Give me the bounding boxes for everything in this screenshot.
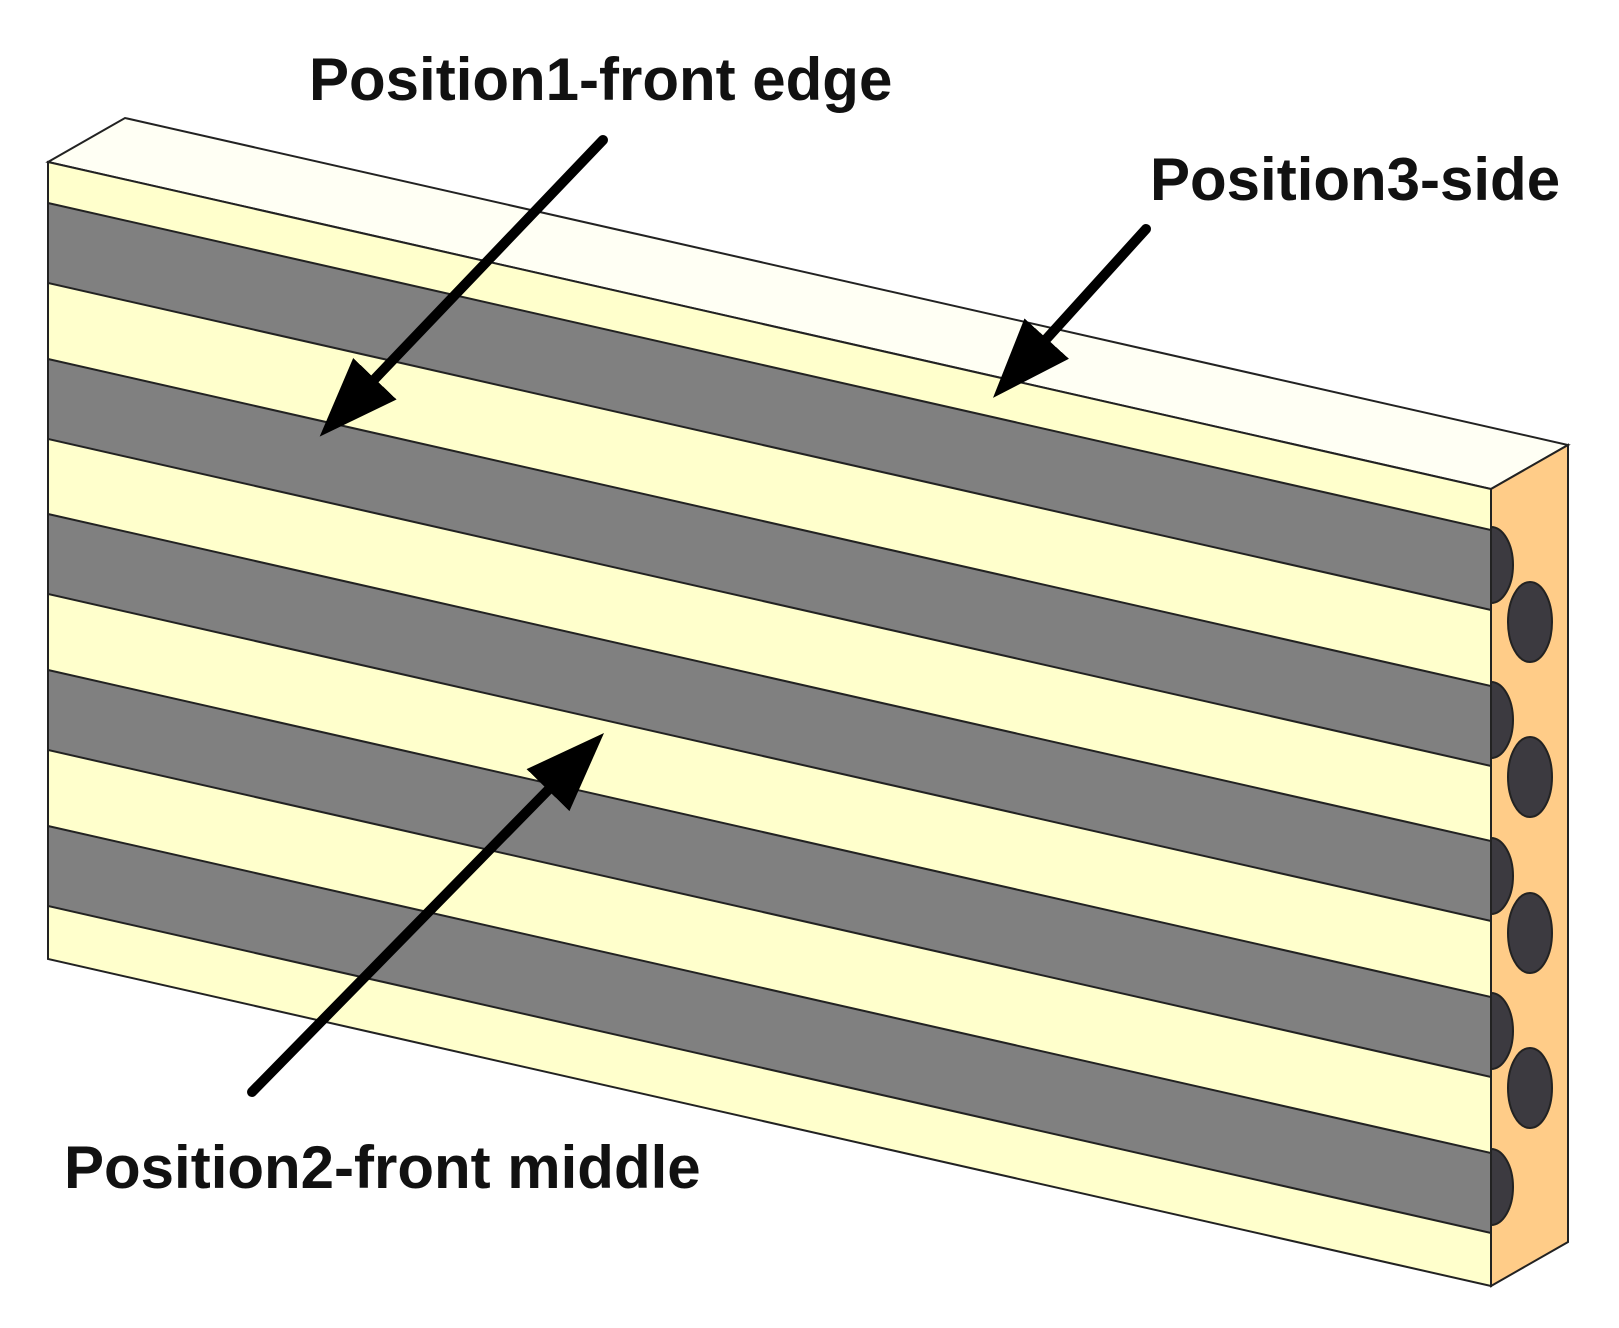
arrow-icon (993, 224, 1151, 398)
label-position2: Position2-front middle (64, 1134, 701, 1201)
label-position3: Position3-side (1150, 146, 1560, 213)
arrow-icon (319, 135, 608, 437)
fiber-end (1507, 1047, 1553, 1129)
fiber-end-half (1490, 680, 1514, 760)
fiber-end-half (1490, 1147, 1514, 1227)
fiber-end (1507, 736, 1553, 818)
arrows (247, 135, 1151, 1097)
fiber-end-half (1490, 525, 1514, 605)
laminate-plate (45, 116, 1571, 1288)
fiber-strip (47, 512, 1492, 923)
fiber-strip (47, 357, 1492, 768)
fiber-end (1507, 892, 1553, 974)
fiber-ends (1490, 525, 1553, 1227)
label-position1: Position1-front edge (309, 46, 892, 113)
fiber-strip (47, 201, 1492, 612)
fiber-end-half (1490, 836, 1514, 916)
fiber-end-half (1490, 991, 1514, 1071)
labels: Position1-front edge Position3-side Posi… (64, 46, 1560, 1201)
fiber-strips (47, 201, 1492, 1235)
fiber-end (1507, 581, 1553, 663)
fiber-strip (47, 668, 1492, 1079)
arrow-icon (247, 733, 605, 1097)
